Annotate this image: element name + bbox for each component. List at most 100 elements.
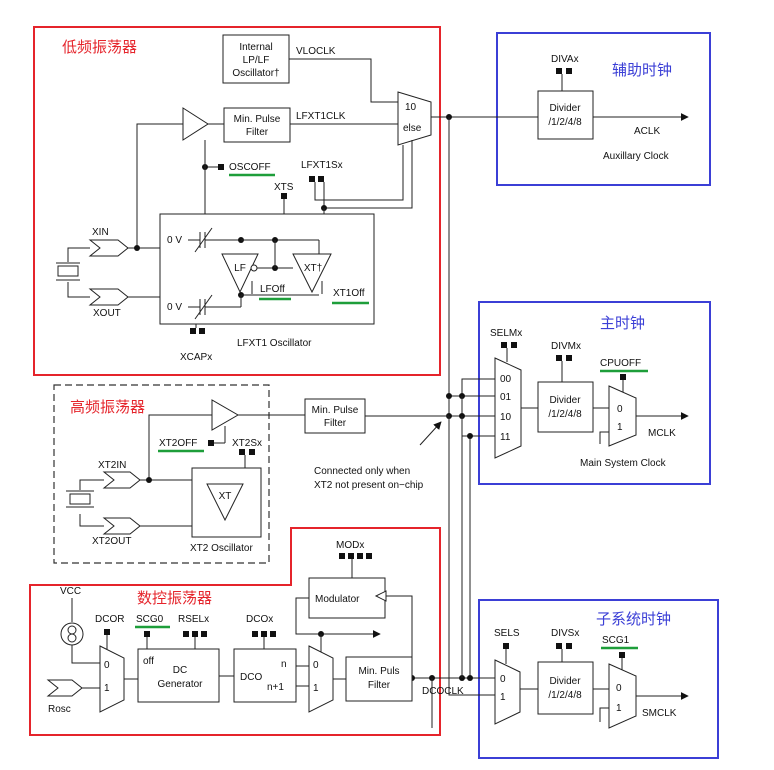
sub-divider-label-2: /1/2/4/8 (548, 690, 582, 701)
aclk-label: ACLK (634, 126, 660, 137)
sub-gate-1: 1 (616, 703, 622, 714)
xout-pin (88, 288, 129, 306)
sub-clock-frame (478, 599, 719, 759)
dco-tap-mux (308, 645, 334, 713)
aux-caption: Auxillary Clock (603, 151, 670, 162)
dc-generator-block (137, 648, 220, 703)
xt2-note-line2: XT2 not present on−chip (314, 480, 424, 491)
dco-osc-title: 数控振荡器 (137, 589, 212, 607)
hf-input-buffer (211, 399, 240, 431)
sub-mux-in-1: 1 (500, 692, 506, 703)
modulator-label: Modulator (315, 594, 360, 605)
lf-mux-10: 10 (405, 102, 417, 113)
main-mux-11: 11 (500, 432, 511, 443)
rosc-pin (46, 679, 83, 697)
dc-off-label: off (143, 656, 154, 667)
scg1-label: SCG1 (602, 635, 630, 646)
dco-min-pulse-filter (345, 656, 413, 702)
lfxt1clk-label: LFXT1CLK (296, 111, 346, 122)
sub-divider-label-1: Divider (549, 676, 581, 687)
aux-divider-label-1: Divider (549, 103, 581, 114)
internal-osc-label-3: Oscillator† (232, 68, 279, 79)
oscoff-control (218, 164, 224, 170)
xt-amplifier (292, 253, 332, 294)
dc-generator-label-2: Generator (157, 679, 203, 690)
sels-label: SELS (494, 628, 520, 639)
hf-filter-label-1: Min. Pulse (312, 405, 359, 416)
dcor-mux-1: 1 (104, 683, 110, 694)
xin-pin (88, 239, 129, 257)
lf-input-buffer (182, 107, 209, 141)
lf-filter-label-1: Min. Pulse (234, 114, 281, 125)
lf-min-pulse-filter (223, 107, 291, 143)
vloclk-wire (289, 58, 398, 103)
lf-oscillator-frame (33, 26, 441, 376)
lf-mux-else: else (403, 123, 422, 134)
internal-lplf-oscillator (222, 34, 290, 84)
dco-n-label: n (281, 659, 287, 670)
main-gate-mux (608, 385, 637, 447)
dcor-mux-0: 0 (104, 660, 110, 671)
main-mux-10: 10 (500, 412, 512, 423)
tuning-capacitor-bottom (188, 294, 241, 320)
lf-crystal (56, 247, 90, 298)
main-divider (537, 381, 594, 433)
mclk-label: MCLK (648, 428, 676, 439)
sub-gate-0: 0 (616, 683, 622, 694)
xt2sx-label: XT2Sx (232, 438, 262, 449)
main-clock-frame (478, 301, 711, 485)
aux-clock-title: 辅助时钟 (612, 61, 672, 79)
lf-amp-label: LF (234, 263, 246, 274)
xin-to-buffer-wire (136, 123, 183, 248)
hf-filter-label-2: Filter (324, 418, 347, 429)
xt2off-label: XT2OFF (159, 438, 197, 449)
dcox-label: DCOx (246, 614, 273, 625)
xin-pin-label: XIN (92, 227, 109, 238)
lf-osc-title: 低频振荡器 (62, 38, 137, 56)
dco-block-label: DCO (240, 672, 262, 683)
aux-divider (537, 90, 594, 140)
main-caption: Main System Clock (580, 458, 667, 469)
current-source (60, 622, 84, 646)
main-source-mux (494, 357, 522, 459)
hf-crystal (66, 479, 104, 527)
divmx-label: DIVMx (551, 341, 581, 352)
main-mux-01: 01 (500, 392, 512, 403)
divsx-label: DIVSx (551, 628, 579, 639)
divax-label: DIVAx (551, 54, 579, 65)
main-clock-title: 主时钟 (600, 314, 645, 332)
hf-oscillator-frame (53, 384, 270, 564)
zero-v-bottom: 0 V (167, 302, 182, 313)
lfoff-label: LFOff (260, 284, 285, 295)
dcor-label: DCOR (95, 614, 124, 625)
dco-mux-1: 1 (313, 683, 319, 694)
xt2-note-line1: Connected only when (314, 466, 410, 477)
modx-label: MODx (336, 540, 364, 551)
dc-generator-label-1: DC (173, 665, 187, 676)
sub-clock-title: 子系统时钟 (596, 610, 671, 628)
hf-min-pulse-filter (304, 398, 366, 434)
xt1off-label: XT1Off (333, 288, 365, 299)
dco-oscillator-frame (29, 527, 441, 736)
lf-amplifier (221, 253, 259, 294)
sub-divider (537, 661, 594, 715)
sub-source-mux (494, 659, 521, 725)
lf-clock-mux (397, 91, 432, 146)
xts-label: XTS (274, 182, 294, 193)
selmx-label: SELMx (490, 328, 522, 339)
zero-v-top: 0 V (167, 235, 182, 246)
xt2in-pin (102, 471, 141, 489)
xt2-amplifier (206, 483, 244, 522)
internal-osc-label-2: LP/LF (243, 55, 270, 66)
main-divider-label-2: /1/2/4/8 (548, 409, 582, 420)
dcoclk-label: DCOCLK (422, 686, 464, 697)
xcapx-label: XCAPx (180, 352, 212, 363)
sub-gate-mux (608, 663, 637, 729)
rselx-label: RSELx (178, 614, 209, 625)
tuning-capacitor-top (188, 227, 241, 253)
lfxt1sx-label: LFXT1Sx (301, 160, 343, 171)
xt2out-pin (102, 517, 141, 535)
vcc-label: VCC (60, 586, 81, 597)
lfxt1-oscillator-block (159, 213, 375, 325)
